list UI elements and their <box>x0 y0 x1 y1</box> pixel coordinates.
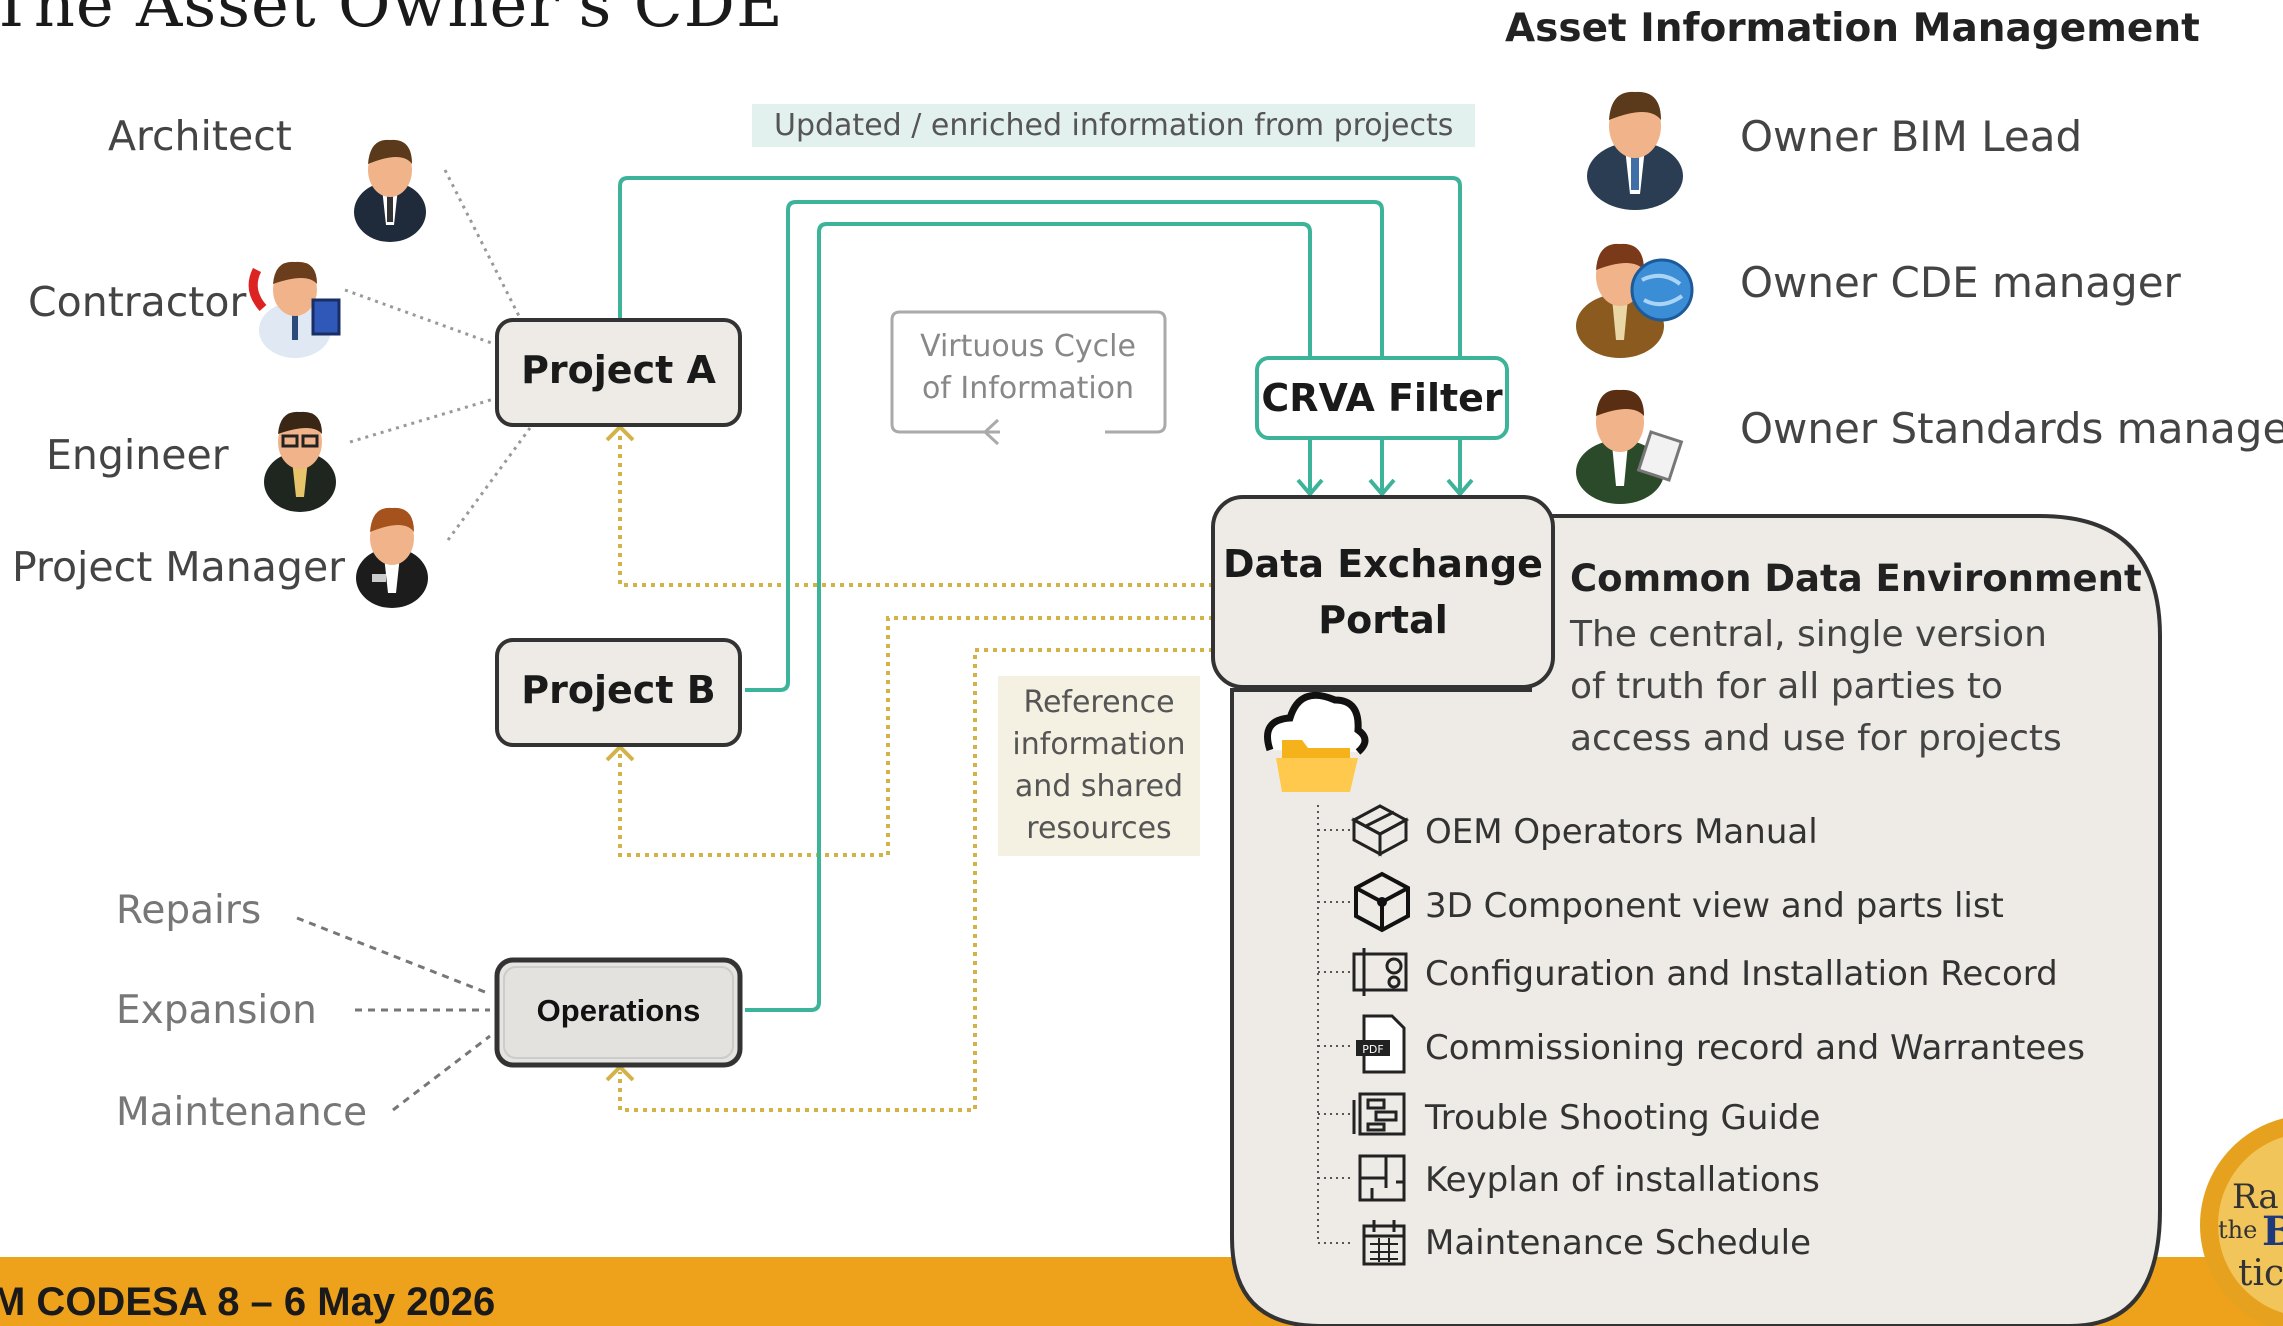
footer-text: M CODESA 8 – 6 May 2026 <box>0 1280 496 1324</box>
engineer-person-icon <box>264 411 336 512</box>
cde-item-commissioning: Commissioning record and Warrantees <box>1425 1028 2085 1068</box>
operations-role-lines <box>296 916 491 1112</box>
logo-text-tic: tic <box>2238 1253 2283 1294</box>
svg-text:PDF: PDF <box>1362 1043 1383 1056</box>
crva-filter-box <box>1255 356 1509 440</box>
ops-role-expansion: Expansion <box>116 988 317 1033</box>
owner-cde-manager-label: Owner CDE manager <box>1740 258 2181 307</box>
role-architect: Architect <box>108 112 292 160</box>
project-b-label: Project B <box>521 668 716 712</box>
role-engineer: Engineer <box>46 431 229 479</box>
role-contractor: Contractor <box>28 278 247 326</box>
cde-item-trouble-shooting: Trouble Shooting Guide <box>1425 1098 1821 1138</box>
owner-standards-manager-person-icon <box>1576 389 1684 504</box>
cloud-folder-icon <box>1264 691 1369 792</box>
corner-logo <box>2200 1118 2283 1326</box>
cde-item-tree <box>1317 805 1350 1244</box>
project-manager-person-icon <box>356 507 428 608</box>
ops-role-repairs: Repairs <box>116 888 262 933</box>
logo-text-b: B <box>2262 1208 2283 1255</box>
crva-filter-label: CRVA Filter <box>1261 376 1503 420</box>
cde-item-maintenance-schedule: Maintenance Schedule <box>1425 1223 1812 1263</box>
updated-info-label: Updated / enriched information from proj… <box>752 104 1476 147</box>
floorplan-icon <box>1358 1154 1406 1202</box>
manual-icon <box>1350 804 1410 857</box>
calendar-icon <box>1362 1220 1406 1266</box>
cube-icon <box>1354 871 1410 933</box>
cde-panel <box>1230 514 2162 1326</box>
aim-heading: Asset Information Management <box>1505 6 2200 51</box>
contractor-person-icon <box>248 261 341 358</box>
updated-info-lines <box>618 176 1462 1012</box>
flowchart-icon <box>1352 1092 1406 1136</box>
logo-text-the: the <box>2218 1216 2257 1244</box>
portal-label-line2: Portal <box>1318 598 1448 642</box>
project-b-box <box>495 638 742 747</box>
portal-label-line1: Data Exchange <box>1223 542 1543 586</box>
project-role-lines <box>344 169 532 541</box>
owner-cde-manager-person-icon <box>1576 243 1694 358</box>
reference-lines <box>618 432 1213 1112</box>
data-exchange-portal-box <box>1211 495 1555 689</box>
virtuous-cycle-label: Virtuous Cycle of Information <box>920 329 1136 406</box>
blueprint-icon <box>1352 948 1408 996</box>
pdf-icon: PDF <box>1356 1014 1406 1074</box>
project-a-box <box>495 318 742 427</box>
cde-description: The central, single version of truth for… <box>1570 614 2062 759</box>
owner-bim-lead-label: Owner BIM Lead <box>1740 112 2083 161</box>
role-project-manager: Project Manager <box>12 543 346 591</box>
virtuous-cycle-box <box>890 310 1167 446</box>
owner-bim-lead-person-icon <box>1587 91 1683 210</box>
logo-text-ra: Ra <box>2232 1177 2279 1217</box>
cde-item-3d-component: 3D Component view and parts list <box>1425 886 2004 926</box>
cde-title: Common Data Environment <box>1570 557 2142 600</box>
reference-info-label: Reference information and shared resourc… <box>998 676 1200 856</box>
crva-arrowheads <box>1296 478 1474 498</box>
operations-label: Operations <box>536 993 701 1028</box>
operations-box-inner <box>503 966 734 1059</box>
page-title: The Asset Owner's CDE <box>0 0 784 42</box>
project-a-label: Project A <box>521 348 716 392</box>
owner-standards-manager-label: Owner Standards manager <box>1740 404 2283 453</box>
architect-person-icon <box>354 139 426 242</box>
ops-role-maintenance: Maintenance <box>116 1090 368 1135</box>
cde-item-keyplan: Keyplan of installations <box>1425 1160 1820 1200</box>
cde-item-oem-manual: OEM Operators Manual <box>1425 812 1818 852</box>
cde-item-configuration: Configuration and Installation Record <box>1425 954 2058 994</box>
